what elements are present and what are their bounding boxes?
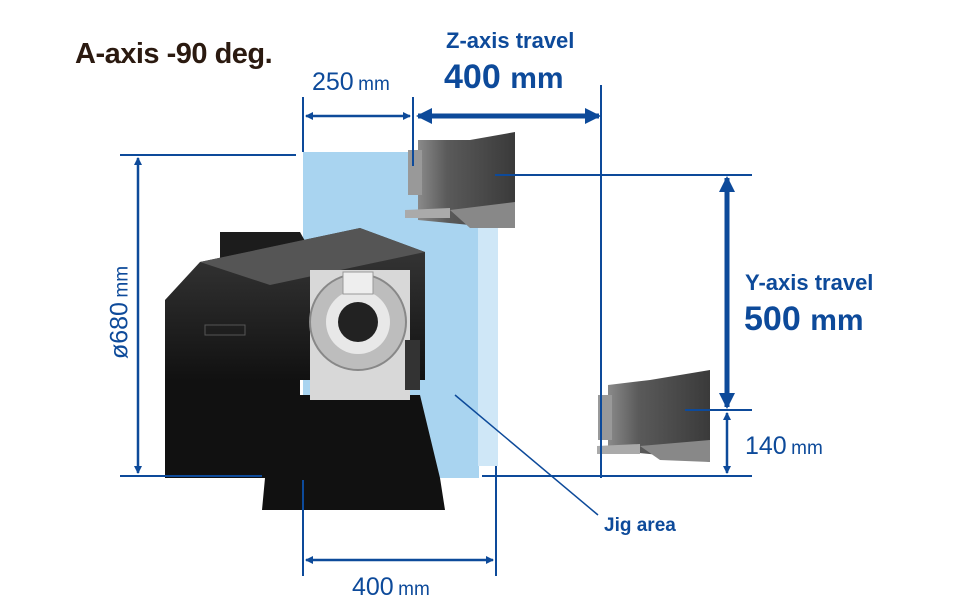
top-offset-unit: mm: [358, 74, 390, 95]
top-offset-value: 250: [312, 68, 354, 96]
bottom-offset-dimension: 140 mm: [745, 434, 823, 459]
jig-width-unit: mm: [398, 579, 430, 600]
jig-width-value: 400: [352, 573, 394, 601]
spindle-upper: [405, 132, 515, 228]
y-axis-unit: mm: [810, 304, 864, 337]
y-axis-number: 500: [744, 300, 801, 338]
diameter-dimension: ø680 mm: [105, 263, 134, 363]
diameter-value: ø680: [105, 302, 134, 360]
z-axis-label: Z-axis travel: [446, 28, 575, 53]
y-axis-value: 500 mm: [744, 302, 864, 336]
z-axis-number: 400: [444, 58, 501, 96]
bottom-offset-unit: mm: [791, 438, 823, 459]
jig-width-dimension: 400 mm: [352, 575, 430, 600]
jig-area-label: Jig area: [604, 515, 676, 536]
top-offset-dimension: 250 mm: [312, 70, 390, 95]
page-title: A-axis -90 deg.: [75, 38, 273, 70]
z-axis-unit: mm: [510, 62, 564, 95]
bottom-offset-value: 140: [745, 432, 787, 460]
diameter-unit: mm: [111, 265, 133, 298]
dimension-lines: [120, 85, 752, 576]
y-axis-label: Y-axis travel: [745, 270, 874, 295]
spindle-lower: [597, 370, 710, 462]
z-axis-value: 400 mm: [444, 60, 564, 94]
rotary-table-machine: [165, 228, 445, 510]
